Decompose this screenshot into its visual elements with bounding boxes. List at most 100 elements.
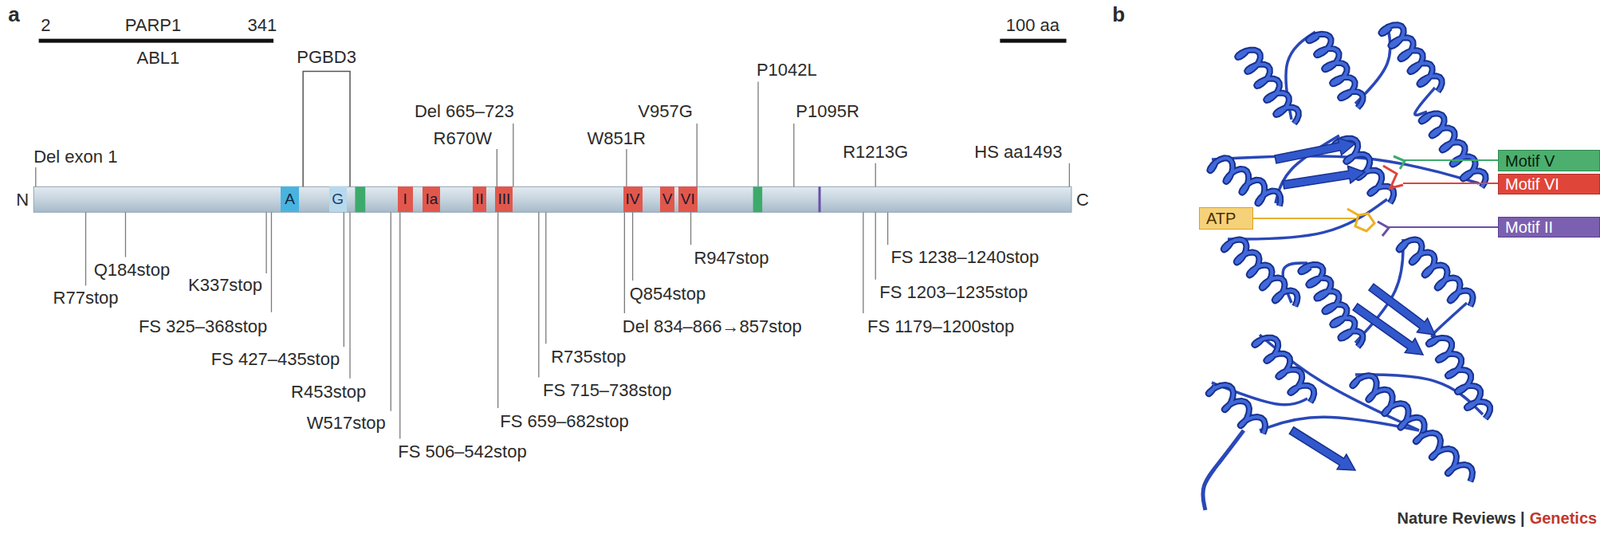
leader-line [696, 123, 698, 187]
mutation-label: FS 1179–1200stop [867, 316, 1015, 338]
mutation-label: R670W [433, 128, 492, 150]
motif-label: IV [625, 189, 641, 209]
green-band [354, 186, 366, 213]
mutation-label: W517stop [306, 412, 386, 434]
callout-label: ATP [1206, 208, 1236, 229]
leader-line [265, 212, 267, 274]
leader-line [85, 212, 87, 286]
helix [1208, 385, 1266, 434]
mutation-label: Del 665–723 [414, 101, 515, 122]
bracket [302, 71, 350, 188]
motif-label: II [475, 189, 484, 209]
scale-bar [39, 39, 274, 44]
domain-map [33, 39, 1072, 440]
leader-line [271, 212, 272, 312]
scale-number: 341 [247, 15, 278, 36]
helix [1223, 239, 1298, 307]
mutation-label: FS 325–368stop [138, 316, 268, 338]
motif-label: VI [680, 189, 696, 209]
mutation-label: Q854stop [629, 283, 706, 305]
domain-name: PARP1 [125, 15, 182, 36]
mutation-label: K337stop [188, 275, 263, 296]
leader-line [793, 123, 795, 187]
mutation-label: FS 506–542stop [397, 441, 527, 463]
helix [1415, 432, 1473, 482]
helix [1237, 50, 1299, 124]
helix [1421, 114, 1486, 188]
leader-line [862, 212, 864, 314]
leader-line [390, 212, 392, 412]
scale-bar [999, 39, 1066, 44]
leader-line [35, 167, 36, 187]
purple-band [818, 186, 822, 213]
callout-box: ATP [1199, 207, 1254, 230]
leader-line [512, 123, 514, 187]
motif-stick [1377, 221, 1389, 236]
beta-strand [1289, 427, 1356, 471]
motif-box: Ia [422, 186, 441, 213]
helix [1399, 239, 1474, 307]
callout-label: Motif VI [1505, 174, 1560, 194]
leader-line [887, 212, 889, 245]
motif-box: A [280, 186, 299, 213]
callout-line [1387, 226, 1498, 229]
helix [1428, 338, 1490, 419]
mutation-label: FS 715–738stop [542, 380, 672, 401]
leader-line [624, 212, 626, 314]
helix [1300, 264, 1363, 347]
motif-stick [1383, 165, 1404, 189]
leader-line [1069, 163, 1070, 187]
motif-box: III [495, 186, 513, 213]
helix [1380, 24, 1442, 92]
callout-line [1403, 159, 1498, 162]
callout-box: Motif II [1497, 216, 1600, 238]
protein-bar [33, 186, 1072, 213]
helix [1352, 375, 1424, 434]
beta-strand [1282, 165, 1365, 189]
leader-line [497, 212, 499, 409]
mutation-label: R453stop [290, 381, 366, 403]
motif-box: IV [623, 186, 643, 213]
mutation-label: R77stop [53, 287, 119, 309]
beta-strand [1352, 303, 1424, 355]
callout-box: Motif VI [1497, 173, 1600, 195]
journal-credit: Genetics [1529, 507, 1597, 529]
scale-number: 2 [40, 15, 51, 36]
coil-loop [1259, 416, 1420, 431]
mutation-label: P1095R [795, 101, 860, 122]
green-band [753, 186, 763, 213]
callout-line [1253, 217, 1356, 220]
mutation-label: FS 427–435stop [211, 349, 340, 370]
mutation-label: Q184stop [94, 259, 170, 281]
motif-label: A [284, 189, 295, 209]
coil-loop [1431, 302, 1467, 337]
leader-line [343, 212, 345, 347]
leader-line [496, 149, 498, 187]
domain-name: ABL1 [136, 47, 180, 69]
leader-line [545, 212, 547, 344]
motif-box: I [397, 186, 413, 213]
coil-loop [1259, 334, 1420, 431]
mutation-label: Del 834–866→857stop [622, 316, 802, 338]
terminus-label: C [1076, 189, 1089, 211]
helix [1223, 239, 1298, 307]
callout-box: Motif V [1497, 149, 1600, 172]
motif-label: I [403, 189, 408, 209]
panel-letter: b [1112, 3, 1125, 25]
mutation-label: FS 1238–1240stop [890, 247, 1039, 268]
leader-line [632, 212, 633, 281]
domain-name: PGBD3 [296, 47, 357, 68]
leader-line [625, 149, 627, 187]
leader-line [399, 212, 401, 439]
helix [1380, 24, 1442, 92]
mutation-label: R947stop [693, 247, 769, 269]
callout-label: Motif II [1505, 217, 1553, 237]
helix [1421, 114, 1486, 188]
leader-line [125, 212, 126, 257]
motif-box: G [329, 186, 347, 213]
mutation-label: P1042L [756, 59, 818, 81]
helix [1308, 34, 1363, 108]
motif-label: G [331, 189, 344, 209]
helix [1209, 157, 1281, 206]
leader-line [349, 212, 350, 379]
